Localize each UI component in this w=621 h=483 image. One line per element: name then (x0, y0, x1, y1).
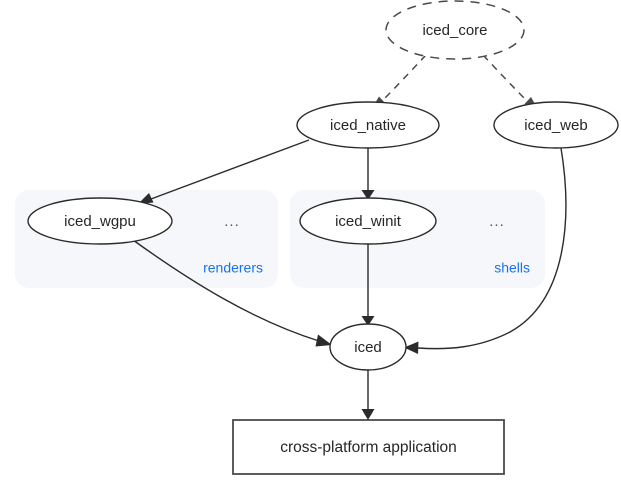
node-iced[interactable]: iced (329, 323, 407, 371)
edge-core-to-web (482, 54, 539, 111)
node-iced-native-shape (296, 101, 440, 149)
edge-wgpu-to-iced (132, 239, 332, 347)
node-iced-core-shape (385, 0, 525, 60)
node-iced-web-label: iced_web (524, 117, 587, 134)
node-iced-native-label: iced_native (330, 117, 406, 134)
node-iced-web[interactable]: iced_web (493, 101, 619, 149)
node-cross-platform-application[interactable]: cross-platform application (232, 419, 505, 475)
shells-more-ellipsis: ... (489, 213, 505, 230)
cluster-renderers-label: renderers (203, 260, 263, 276)
edge-native-to-winit (361, 148, 375, 200)
node-iced-core-label: iced_core (422, 22, 487, 39)
node-iced-web-shape (493, 101, 619, 149)
edge-native-to-wgpu (138, 139, 310, 204)
node-iced-winit-shape (299, 197, 437, 245)
node-iced-winit-label: iced_winit (335, 213, 402, 230)
cluster-shells-label: shells (494, 260, 530, 276)
node-iced-wgpu-shape (27, 197, 173, 245)
node-iced-core[interactable]: iced_core (385, 0, 525, 60)
node-iced-wgpu[interactable]: iced_wgpu (27, 197, 173, 245)
node-iced-wgpu-label: iced_wgpu (64, 213, 136, 230)
node-iced-winit[interactable]: iced_winit (299, 197, 437, 245)
node-iced-shape (329, 323, 407, 371)
renderers-more-ellipsis: ... (224, 213, 240, 230)
node-iced-native[interactable]: iced_native (296, 101, 440, 149)
edge-web-to-iced (404, 147, 567, 354)
edge-winit-to-iced (361, 244, 375, 326)
node-iced-label: iced (354, 339, 382, 356)
edge-iced-to-app (361, 370, 375, 420)
node-cross-platform-application-label: cross-platform application (280, 439, 457, 456)
node-cross-platform-application-shape (232, 419, 505, 475)
